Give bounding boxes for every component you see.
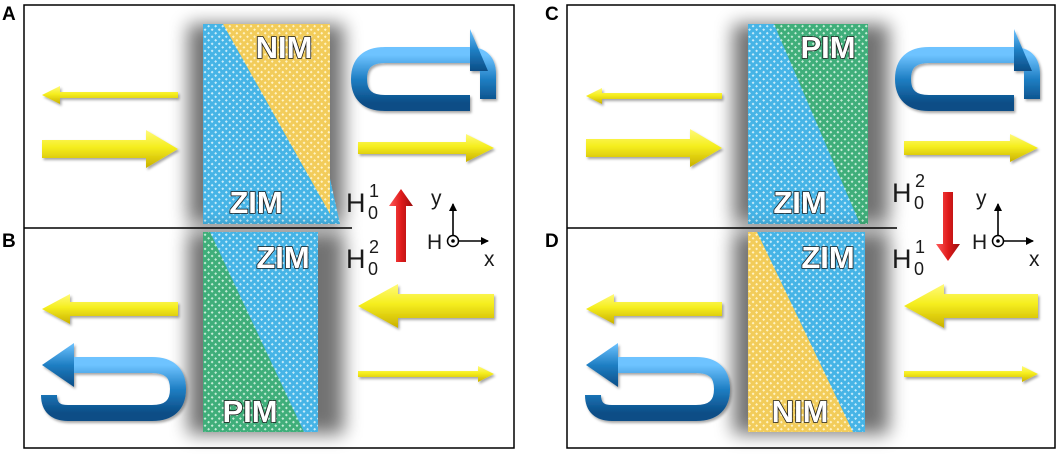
field-increase-arrow [389, 189, 413, 262]
svg-text:0: 0 [914, 193, 924, 213]
transmitted-wave-arrow-b [42, 294, 178, 324]
material-label-c-top: PIM [800, 30, 855, 65]
material-label-b-bottom: PIM [222, 394, 277, 429]
uturn-arrowhead-d [586, 343, 618, 387]
field-label-left-lower: H 2 0 [346, 237, 379, 279]
reflection-uturn-arrow-d [585, 357, 731, 421]
field-label-right-upper: H 2 0 [892, 171, 925, 213]
reflection-uturn-arrow-b [41, 357, 187, 421]
axis-label-y-right: y [976, 187, 987, 210]
field-label-left-upper: H 1 0 [346, 181, 379, 223]
axis-label-h-left: H [427, 231, 442, 254]
right-half [566, 4, 1056, 449]
uturn-arrowhead-b [42, 343, 74, 387]
uturn-arrowhead-a [470, 29, 488, 71]
axis-label-x-right: x [1029, 248, 1040, 271]
zim-region-d [757, 232, 865, 432]
out-of-plane-dot-icon [996, 239, 1000, 243]
axis-label-h-right: H [972, 231, 987, 254]
frame-left [23, 4, 515, 449]
reflected-wave-arrow-a [42, 86, 178, 104]
incident-wave-arrow-c [586, 129, 722, 167]
transmitted-wave-arrow-a [358, 134, 494, 162]
panel-letter-a: A [2, 4, 16, 25]
svg-text:1: 1 [915, 237, 925, 257]
field-decrease-arrow [936, 192, 960, 261]
axes-right [991, 203, 1034, 248]
incident-wave-arrow-a [42, 130, 178, 168]
panel-letter-d: D [545, 231, 559, 252]
svg-text:2: 2 [369, 237, 379, 257]
left-half [23, 4, 515, 449]
transmitted-wave-arrow-c [904, 134, 1038, 162]
nim-region-a [223, 24, 330, 214]
svg-text:0: 0 [368, 259, 378, 279]
zim-region-b [210, 232, 318, 432]
material-label-d-top: ZIM [801, 240, 854, 275]
svg-text:0: 0 [914, 259, 924, 279]
material-label-b-top: ZIM [256, 240, 309, 275]
incident-wave-arrow-b [358, 284, 494, 328]
reflected-wave-arrow-d [904, 366, 1038, 382]
uturn-arrowhead-c [1014, 29, 1032, 71]
svg-text:2: 2 [915, 171, 925, 191]
incident-wave-arrow-d [904, 284, 1038, 328]
pim-region-c [774, 24, 868, 224]
svg-text:0: 0 [368, 203, 378, 223]
field-label-right-lower: H 1 0 [892, 237, 925, 279]
reflection-uturn-arrow-c [894, 47, 1040, 111]
reflected-wave-arrow-b [358, 366, 494, 382]
svg-text:H: H [892, 244, 912, 274]
material-label-a-top: NIM [256, 30, 313, 65]
svg-text:H: H [346, 244, 366, 274]
panel-letter-c: C [545, 4, 559, 25]
axes-left [446, 203, 489, 248]
material-label-c-bottom: ZIM [773, 185, 826, 220]
svg-text:H: H [346, 188, 366, 218]
axis-label-y-left: y [431, 187, 442, 210]
axis-label-x-left: x [484, 248, 495, 271]
svg-text:1: 1 [369, 181, 379, 201]
reflected-wave-arrow-c [586, 88, 722, 104]
frame-right [566, 4, 1056, 449]
reflection-uturn-arrow-a [350, 47, 496, 111]
panel-letter-b: B [2, 231, 16, 252]
material-label-a-bottom: ZIM [229, 185, 282, 220]
out-of-plane-dot-icon [451, 239, 455, 243]
transmitted-wave-arrow-d [586, 294, 722, 324]
svg-text:H: H [892, 178, 912, 208]
material-label-d-bottom: NIM [772, 394, 829, 429]
